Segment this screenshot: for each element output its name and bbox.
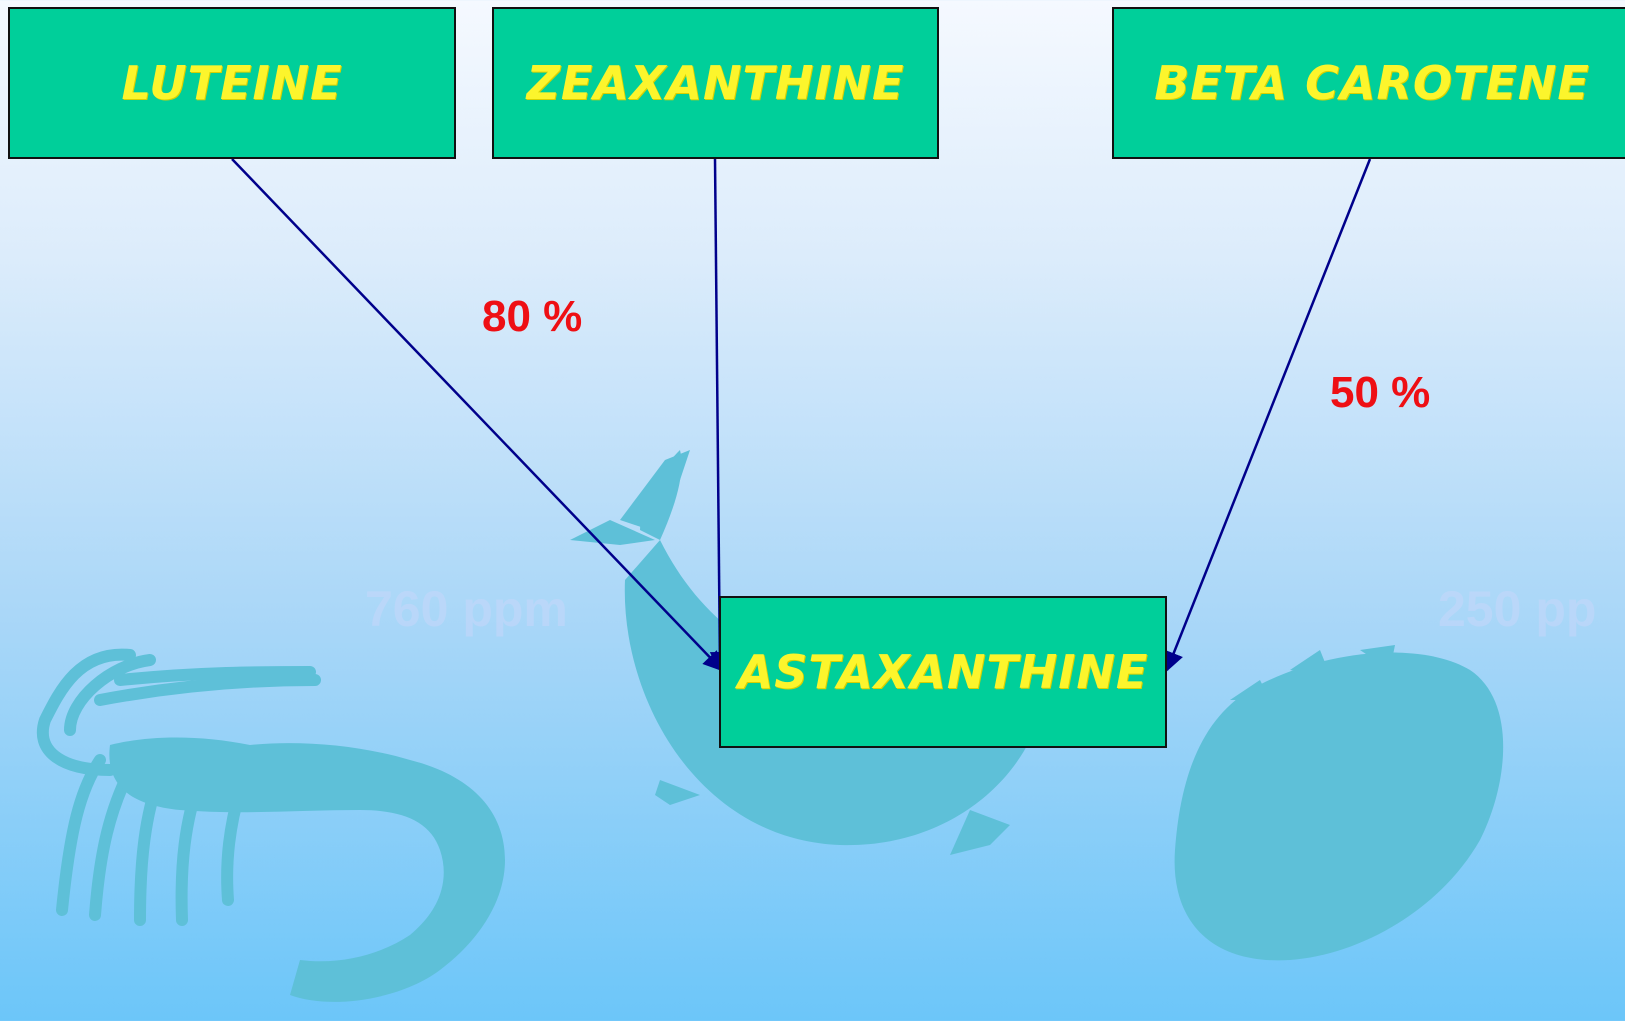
node-astaxanthine: ASTAXANTHINE (719, 596, 1167, 748)
arrow-luteine-to-astaxanthine (232, 159, 722, 670)
edge-label-50-percent: 50 % (1330, 368, 1430, 418)
node-zeaxanthine-label: ZEAXANTHINE (527, 56, 905, 110)
node-beta-carotene: BETA CAROTENE (1112, 7, 1625, 159)
node-luteine-label: LUTEINE (122, 56, 343, 110)
node-zeaxanthine: ZEAXANTHINE (492, 7, 939, 159)
edge-label-80-percent: 80 % (482, 292, 582, 342)
node-beta-carotene-label: BETA CAROTENE (1154, 56, 1590, 110)
node-astaxanthine-label: ASTAXANTHINE (738, 645, 1149, 699)
node-luteine: LUTEINE (8, 7, 456, 159)
arrow-zeaxanthine-to-astaxanthine (715, 159, 720, 670)
